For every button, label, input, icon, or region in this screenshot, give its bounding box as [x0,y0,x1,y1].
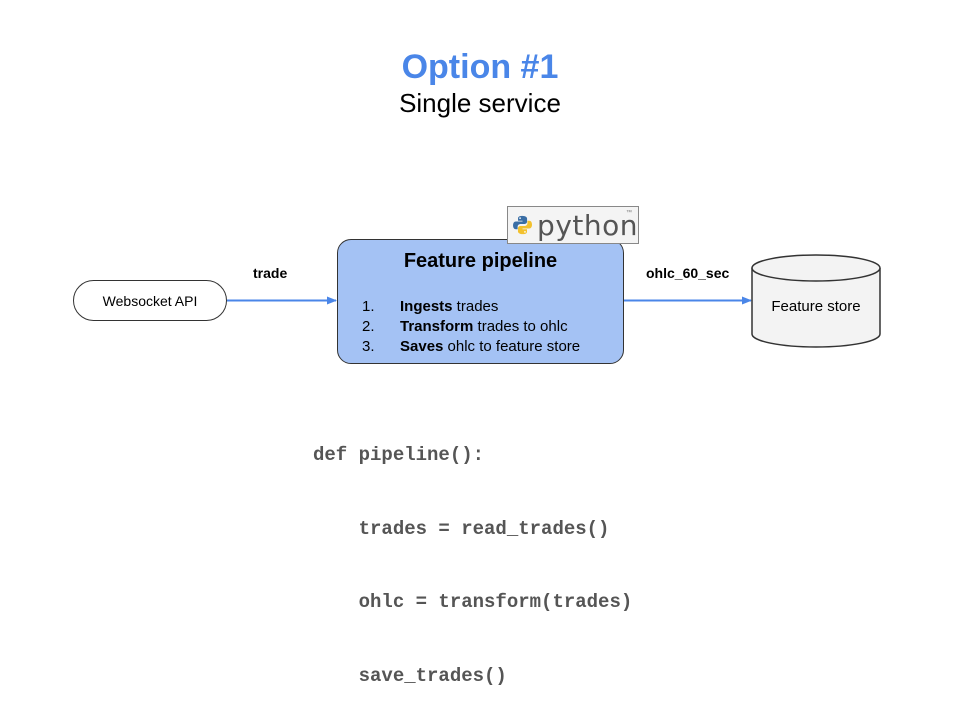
feature-store-label: Feature store [771,298,861,315]
slide-subtitle: Single service [399,88,561,118]
pipeline-step: 3. Saves ohlc to feature store [362,337,580,357]
feature-pipeline-title: Feature pipeline [403,250,558,272]
python-wordmark: python [537,208,638,242]
step-number: 1. [362,298,375,315]
pipeline-steps: 1. Ingests trades 2. Transform trades to… [362,297,580,357]
step-keyword: Ingests [400,298,453,315]
feature-pipeline-node: Feature pipeline 1. Ingests trades 2. Tr… [337,239,624,364]
slide-title: Option #1 [401,48,559,86]
websocket-api-node: Websocket API [73,280,227,321]
websocket-api-label: Websocket API [102,292,198,309]
pipeline-step: 1. Ingests trades [362,297,580,317]
step-text: ohlc to feature store [443,338,581,355]
feature-store-cylinder [751,254,881,348]
diagram-connectors [227,254,881,348]
python-snake-icon [513,215,532,235]
step-keyword: Transform [400,318,474,335]
step-text: trades to ohlc [473,318,568,335]
code-line: save_trades() [313,664,507,687]
trademark-symbol: ™ [626,210,632,216]
ohlc-edge-label: ohlc_60_sec [646,265,730,281]
step-number: 2. [362,318,375,335]
trade-edge-label: trade [253,265,288,281]
code-line: trades = read_trades() [313,517,610,540]
python-logo: python ™ [507,206,639,244]
code-snippet: def pipeline(): trades = read_trades() o… [313,394,632,713]
step-text: trades [452,298,499,315]
step-number: 3. [362,338,375,355]
step-keyword: Saves [400,338,444,355]
pipeline-step: 2. Transform trades to ohlc [362,317,580,337]
code-line: ohlc = transform(trades) [313,591,633,613]
code-line: def pipeline(): [313,444,485,466]
